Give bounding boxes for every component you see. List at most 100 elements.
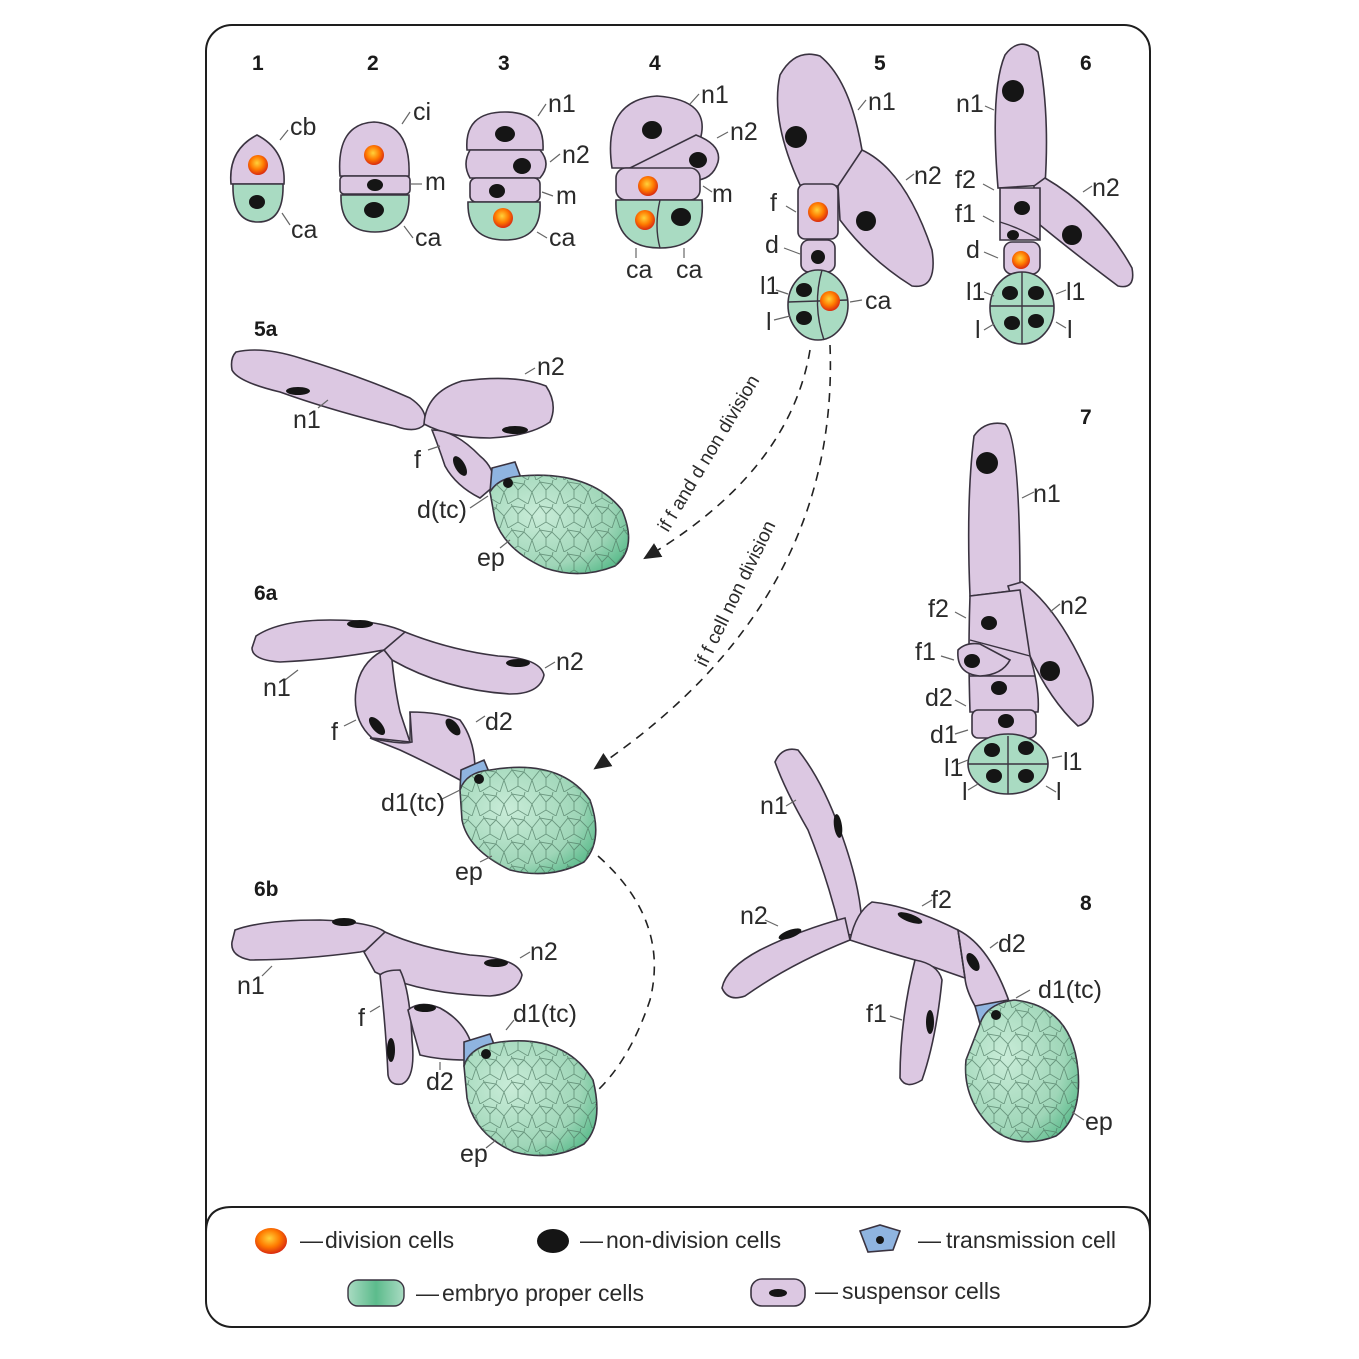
stage-2-label: 2: [367, 52, 379, 75]
legend-nondivision-text: non-division cells: [606, 1227, 781, 1253]
label-dtc-5a: d(tc): [417, 496, 467, 524]
label-ep-5a: ep: [477, 544, 505, 572]
label-n2-3: n2: [562, 141, 590, 169]
label-n2-7: n2: [1060, 592, 1088, 620]
label-d2-6a: d2: [485, 708, 513, 736]
stage-2: 2 ci m ca: [338, 52, 446, 252]
stage-5-label: 5: [874, 52, 886, 75]
label-d2-7: d2: [925, 684, 953, 712]
legend-division-dash: —: [300, 1227, 323, 1253]
label-f2-6: f2: [955, 166, 976, 194]
stage-6: 6 n1 n2 f2 f1 d l1 l1 l l: [955, 43, 1134, 345]
stage-5a: 5a n2 n1 f d(tc) ep: [230, 318, 630, 575]
stage-1: 1 cb ca: [229, 52, 318, 244]
stage-7-label: 7: [1080, 406, 1092, 429]
label-f2-7: f2: [928, 595, 949, 623]
stage-6b: 6b n2 n1 f d1(tc) d2 ep: [231, 878, 598, 1168]
stage-4: 4 n1 n2 m ca ca: [609, 52, 758, 284]
label-f2-8: f2: [931, 886, 952, 914]
label-l-7b: l: [1056, 778, 1062, 806]
label-n2-4: n2: [730, 118, 758, 146]
legend-divider: [205, 1206, 1151, 1233]
embryo-proper-swatch: [347, 1279, 405, 1307]
label-l1-7a: l1: [944, 754, 963, 782]
legend-embryo-text: embryo proper cells: [442, 1280, 644, 1306]
label-f-5a: f: [414, 446, 421, 474]
label-ca-3: ca: [549, 224, 576, 252]
label-n1-7: n1: [1033, 480, 1061, 508]
label-n2-5a: n2: [537, 353, 565, 381]
label-d-6: d: [966, 236, 980, 264]
label-m-2: m: [425, 168, 446, 196]
label-ep-8: ep: [1085, 1108, 1113, 1136]
label-d2-6b: d2: [426, 1068, 454, 1096]
label-ep-6a: ep: [455, 858, 483, 886]
label-m-3: m: [556, 182, 577, 210]
arrow-5-to-5a: [643, 349, 811, 560]
label-n2-6b: n2: [530, 938, 558, 966]
stage-6b-label: 6b: [254, 878, 279, 901]
legend-transmission-dash: —: [918, 1227, 941, 1253]
label-n2-6: n2: [1092, 174, 1120, 202]
legend: — division cells — non-division cells — …: [255, 1224, 1116, 1307]
label-ca-5: ca: [865, 287, 892, 315]
label-n1-8: n1: [760, 792, 788, 820]
stage-8: 8 n1 n2 f2 d2 d1(tc) f1 ep: [721, 748, 1113, 1143]
stage-3-label: 3: [498, 52, 510, 75]
label-n1-6b: n1: [237, 972, 265, 1000]
non-division-cell-swatch: [537, 1229, 569, 1253]
label-n1-4: n1: [701, 81, 729, 109]
label-f-5: f: [770, 189, 777, 217]
label-ep-6b: ep: [460, 1140, 488, 1168]
legend-transmission-text: transmission cell: [946, 1227, 1116, 1253]
label-f-6a: f: [331, 718, 338, 746]
stage-6a-label: 6a: [254, 582, 278, 605]
label-ca-1: ca: [291, 216, 318, 244]
legend-suspensor-dash: —: [815, 1278, 838, 1304]
legend-nondivision: — non-division cells: [537, 1227, 781, 1253]
label-f-6b: f: [358, 1004, 365, 1032]
label-l-6a: l: [975, 316, 981, 344]
label-l-5: l: [766, 308, 772, 336]
label-ca-4b: ca: [676, 256, 703, 284]
label-ca-4a: ca: [626, 256, 653, 284]
stage-3: 3 n1 n2 m ca: [465, 52, 590, 252]
label-n1-6a: n1: [263, 674, 291, 702]
label-d1-7: d1: [930, 721, 958, 749]
division-cell-swatch: [255, 1228, 287, 1254]
label-n1-6: n1: [956, 90, 984, 118]
legend-nondivision-dash: —: [580, 1227, 603, 1253]
label-d2-8: d2: [998, 930, 1026, 958]
label-d1tc-6b: d1(tc): [513, 1000, 577, 1028]
legend-suspensor-text: suspensor cells: [842, 1278, 1001, 1304]
label-l1-6a: l1: [966, 278, 985, 306]
legend-division-text: division cells: [325, 1227, 454, 1253]
arrow-5-to-6a: [593, 344, 832, 770]
label-l-6b: l: [1067, 316, 1073, 344]
label-f1-7: f1: [915, 638, 936, 666]
stage-1-label: 1: [252, 52, 264, 75]
legend-embryo-dash: —: [416, 1280, 439, 1306]
legend-embryo: — embryo proper cells: [347, 1279, 644, 1307]
label-n1-5a: n1: [293, 406, 321, 434]
stage-5a-label: 5a: [254, 318, 278, 341]
label-d1tc-6a: d1(tc): [381, 789, 445, 817]
label-n2-6a: n2: [556, 648, 584, 676]
label-f1-6: f1: [955, 200, 976, 228]
label-l1-5: l1: [760, 272, 779, 300]
stage-7: 7 n1 n2 f2 f1 d2 d1 l1 l1: [915, 406, 1094, 806]
legend-transmission: — transmission cell: [858, 1224, 1116, 1253]
label-l1-7b: l1: [1063, 748, 1082, 776]
label-ca-2: ca: [415, 224, 442, 252]
label-n2-8: n2: [740, 902, 768, 930]
label-l1-6b: l1: [1066, 278, 1085, 306]
label-m-4: m: [712, 180, 733, 208]
legend-suspensor: — suspensor cells: [750, 1278, 1001, 1307]
stage-5: 5 n1 n2 f d l1 l ca: [760, 52, 942, 341]
stage-8-label: 8: [1080, 892, 1092, 915]
label-d-5: d: [765, 231, 779, 259]
stage-6-label: 6: [1080, 52, 1092, 75]
legend-division: — division cells: [255, 1227, 454, 1254]
arrow-6a-to-6b: [595, 855, 656, 1093]
